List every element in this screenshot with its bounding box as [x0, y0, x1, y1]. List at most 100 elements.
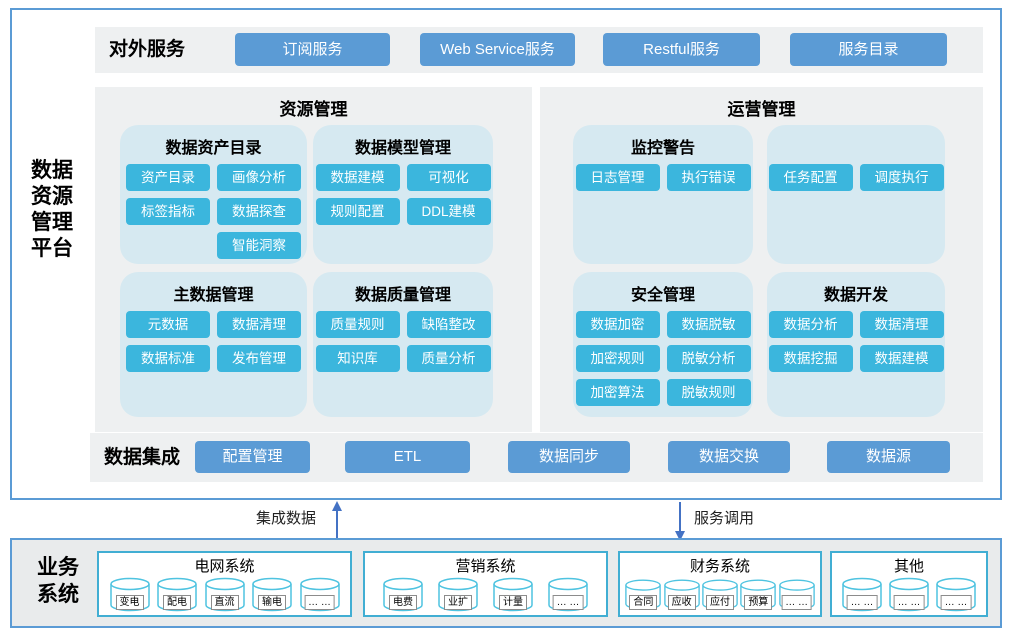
database-label: 业扩: [444, 595, 472, 610]
bizgroup-title: 财务系统: [689, 558, 750, 575]
feature-block: 质量规则: [315, 311, 400, 338]
group-buttons: 数据加密 数据脱敏 加密规则 脱敏分析 加密算法 脱敏规则: [573, 311, 753, 406]
database-cylinder: … …: [778, 577, 815, 613]
database-label: … …: [552, 595, 584, 610]
database-label: 合同: [629, 595, 658, 610]
up-arrow-icon: [332, 501, 342, 540]
integration-block-sync: 数据同步: [508, 441, 630, 473]
database-cylinder: 应收: [663, 577, 700, 613]
database-cylinder: … …: [548, 577, 588, 613]
platform-title: 数据 资源 管理 平台: [20, 158, 84, 262]
business-systems-title-line: 业务: [37, 556, 79, 579]
group-buttons: 资产目录 画像分析 标签指标 数据探查 智能洞察: [120, 164, 307, 259]
down-arrow-icon: [675, 502, 685, 541]
feature-block: 数据标准: [126, 345, 210, 372]
database-label: 变电: [115, 595, 144, 610]
database-row: … … … … … …: [832, 577, 986, 613]
group-title: 主数据管理: [173, 287, 254, 304]
database-label: … …: [304, 595, 335, 610]
platform-title-line: 平台: [31, 237, 73, 260]
group-buttons: 数据建模 可视化 规则配置 DDL建模: [313, 164, 493, 225]
service-block-catalog: 服务目录: [790, 33, 947, 66]
database-label: … …: [781, 595, 813, 610]
group-buttons: 任务配置 调度执行: [767, 164, 945, 191]
business-systems-title-line: 系统: [37, 583, 79, 606]
platform-title-line: 数据: [31, 159, 73, 182]
database-label: … …: [846, 595, 878, 610]
database-label: 预算: [744, 595, 773, 610]
database-row: 合同 应收 应付 预算 … …: [620, 577, 820, 613]
service-block-subscribe: 订阅服务: [235, 33, 390, 66]
bizgroup-others: 其他 … … … … … …: [830, 551, 988, 617]
bizgroup-title: 其他: [893, 558, 924, 575]
database-cylinder: 电费: [383, 577, 423, 613]
feature-block: 数据探查: [217, 198, 301, 225]
group-title: 数据模型管理: [354, 140, 451, 157]
feature-block: 可视化: [406, 164, 491, 191]
feature-block: 日志管理: [575, 164, 660, 191]
database-row: 电费 业扩 计量 … …: [365, 577, 606, 613]
business-systems-title: 业务 系统: [26, 554, 90, 608]
database-cylinder: … …: [299, 577, 340, 613]
feature-block: 数据清理: [859, 311, 944, 338]
feature-block: 画像分析: [217, 164, 301, 191]
feature-block: 加密规则: [575, 345, 660, 372]
feature-block: 数据加密: [575, 311, 660, 338]
database-cylinder: 合同: [625, 577, 662, 613]
database-cylinder: … …: [889, 577, 929, 613]
bizgroup-title: 营销系统: [455, 558, 516, 575]
bizgroup-power-grid-system: 电网系统 变电 配电 直流 输电: [97, 551, 352, 617]
database-row: 变电 配电 直流 输电 … …: [99, 577, 350, 613]
feature-block: 数据清理: [217, 311, 301, 338]
group-buttons: 数据分析 数据清理 数据挖掘 数据建模: [767, 311, 945, 372]
feature-block: 智能洞察: [217, 232, 301, 259]
feature-block: 数据分析: [768, 311, 853, 338]
external-services-bar: 对外服务 订阅服务 Web Service服务 Restful服务 服务目录: [95, 27, 983, 73]
group-security-management: 安全管理 数据加密 数据脱敏 加密规则 脱敏分析 加密算法 脱敏规则: [573, 272, 753, 417]
group-data-development: 数据开发 数据分析 数据清理 数据挖掘 数据建模: [767, 272, 945, 417]
group-buttons: 质量规则 缺陷整改 知识库 质量分析: [313, 311, 493, 372]
service-block-restful: Restful服务: [603, 33, 760, 66]
database-label: … …: [940, 595, 972, 610]
platform-container: 数据 资源 管理 平台 对外服务 订阅服务 Web Service服务 Rest…: [10, 8, 1002, 500]
group-data-quality-management: 数据质量管理 质量规则 缺陷整改 知识库 质量分析: [313, 272, 493, 417]
bizgroup-title: 电网系统: [194, 558, 255, 575]
feature-block: 知识库: [315, 345, 400, 372]
feature-block: 任务配置: [768, 164, 853, 191]
platform-title-line: 管理: [31, 211, 73, 234]
group-monitoring-alert: 监控警告 日志管理 执行错误: [573, 125, 753, 264]
feature-block: 发布管理: [217, 345, 301, 372]
data-integration-label: 数据集成: [104, 447, 181, 468]
feature-block: 执行错误: [666, 164, 751, 191]
group-title: 数据质量管理: [354, 287, 451, 304]
group-title: 安全管理: [630, 287, 695, 304]
database-cylinder: 计量: [493, 577, 533, 613]
group-buttons: 元数据 数据清理 数据标准 发布管理: [120, 311, 307, 372]
integration-flow-label: 集成数据: [256, 510, 317, 527]
group-title: 监控警告: [630, 140, 695, 157]
database-cylinder: … …: [842, 577, 882, 613]
business-systems-container: 业务 系统 电网系统 变电 配电 直流: [10, 538, 1002, 628]
feature-block: 元数据: [126, 311, 210, 338]
integration-block-config: 配置管理: [195, 441, 310, 473]
group-master-data-management: 主数据管理 元数据 数据清理 数据标准 发布管理: [120, 272, 307, 417]
database-cylinder: 输电: [252, 577, 292, 613]
feature-block: 数据建模: [315, 164, 400, 191]
group-buttons: 日志管理 执行错误: [573, 164, 753, 191]
group-title: [767, 125, 945, 159]
feature-block: 资产目录: [126, 164, 210, 191]
database-cylinder: 配电: [157, 577, 197, 613]
database-label: … …: [893, 595, 925, 610]
integration-block-datasource: 数据源: [827, 441, 950, 473]
feature-block: 质量分析: [406, 345, 491, 372]
database-cylinder: … …: [936, 577, 976, 613]
data-integration-bar: 数据集成 配置管理 ETL 数据同步 数据交换 数据源: [90, 433, 983, 482]
feature-block: 数据脱敏: [666, 311, 751, 338]
bizgroup-marketing-system: 营销系统 电费 业扩 计量 … …: [363, 551, 608, 617]
feature-block: 脱敏规则: [666, 379, 751, 406]
bizgroup-finance-system: 财务系统 合同 应收 应付 预算: [618, 551, 822, 617]
operation-management-title: 运营管理: [727, 100, 796, 119]
group-task-scheduling: 任务配置 调度执行: [767, 125, 945, 264]
platform-title-line: 资源: [31, 185, 73, 208]
